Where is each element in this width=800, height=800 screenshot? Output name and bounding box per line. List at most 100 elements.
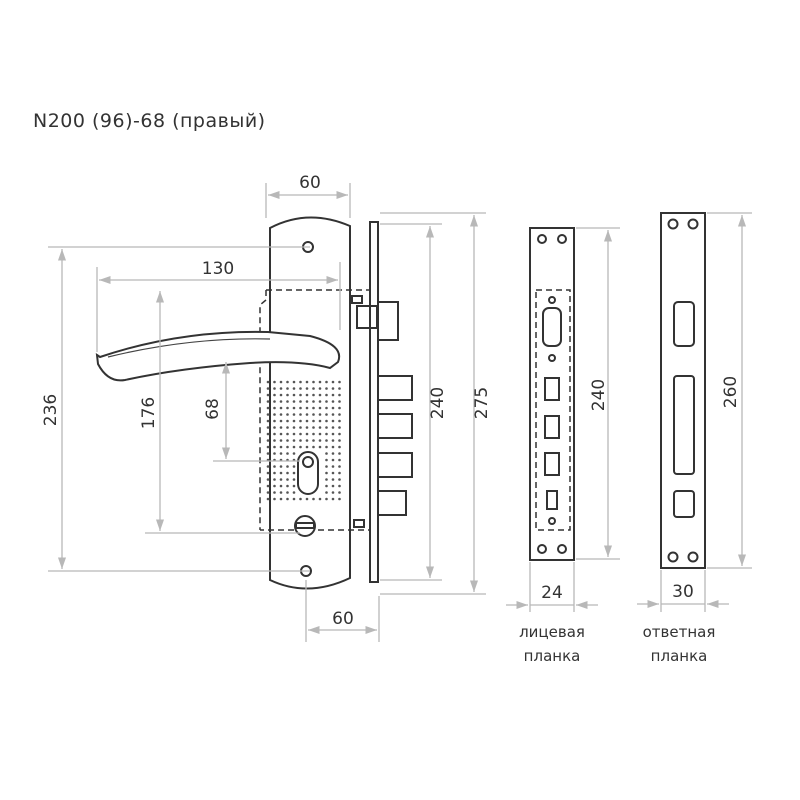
perforation-dot (338, 452, 341, 455)
perforation-dot (299, 432, 302, 436)
perforation-dot (299, 400, 302, 403)
dim-strike-length: 260 (721, 376, 741, 408)
perforation-dot (299, 413, 302, 416)
perforation-dot (338, 478, 341, 481)
perforation-dot (331, 426, 335, 429)
perforation-dot (279, 452, 283, 455)
caption-face-strip-2: планка (524, 647, 581, 665)
perforation-dot (325, 452, 328, 455)
diagram-title: N200 (96)-68 (правый) (33, 110, 266, 132)
perforation-dot (279, 393, 283, 397)
perforation-dot (292, 419, 296, 423)
perforation-dot (292, 387, 296, 390)
perforation-dot (318, 426, 322, 429)
perforation-dot (279, 491, 283, 494)
perforation-dot (279, 445, 283, 449)
perforation-dot (273, 413, 276, 416)
perforation-dot (266, 452, 270, 455)
perforation-dot (279, 432, 283, 436)
perforation-dot (331, 393, 335, 397)
lock-faceplate (351, 221, 413, 583)
dim-handle-to-turn: 176 (139, 397, 159, 429)
perforation-dot (273, 419, 276, 423)
perforation-dot (279, 406, 283, 410)
perforation-dot (312, 419, 315, 423)
perforation-dot (331, 387, 335, 390)
perforation-dot (299, 387, 302, 390)
perforation-dot (292, 478, 296, 481)
perforation-dot (325, 491, 328, 494)
perforation-dot (299, 497, 302, 501)
perforation-dot (286, 439, 289, 442)
perforation-dot (292, 445, 296, 449)
perforation-dot (299, 393, 302, 397)
face-strip (529, 227, 575, 561)
perforation-dot (305, 432, 309, 436)
perforation-dot (331, 491, 335, 494)
perforation-dot (292, 497, 296, 501)
perforation-dot (286, 419, 289, 423)
perforation-dot (279, 426, 283, 429)
perforation-dot (318, 406, 322, 410)
dim-face-strip-width: 24 (541, 583, 563, 603)
perforation-dot (325, 387, 328, 390)
perforation-dot (292, 432, 296, 436)
perforation-dot (331, 400, 335, 403)
perforation-dot (331, 471, 335, 475)
perforation-dot (305, 393, 309, 397)
perforation-dot (318, 432, 322, 436)
perforation-dot (312, 400, 315, 403)
perforation-dot (286, 484, 289, 488)
perforation-dot (273, 387, 276, 390)
perforation-dot (338, 465, 341, 468)
perforation-dot (312, 406, 315, 410)
perforation-dot (325, 432, 328, 436)
perforation-dot (299, 426, 302, 429)
perforation-dot (266, 432, 270, 436)
perforation-dot (273, 491, 276, 494)
perforation-dot (286, 406, 289, 410)
perforation-dot (325, 426, 328, 429)
perforation-dot (305, 406, 309, 410)
perforation-dot (305, 497, 309, 501)
perforation-dot (286, 465, 289, 468)
dim-case-height: 240 (428, 387, 448, 419)
dim-bottom-offset: 60 (332, 609, 354, 629)
perforation-dot (318, 400, 322, 403)
perforation-dot (305, 419, 309, 423)
perforation-dot (266, 426, 270, 429)
perforation-dot (325, 497, 328, 501)
perforation-dot (312, 393, 315, 397)
strike-plate (660, 212, 706, 569)
perforation-dot (325, 393, 328, 397)
perforation-dot (279, 380, 283, 384)
perforation-dot (266, 380, 270, 384)
perforation-dot (292, 426, 296, 429)
perforation-dot (273, 380, 276, 384)
perforation-dot (305, 387, 309, 390)
perforation-dot (273, 497, 276, 501)
perforation-dot (292, 452, 296, 455)
perforation-dot (338, 439, 341, 442)
perforation-dot (325, 471, 328, 475)
perforation-dot (273, 400, 276, 403)
dim-plate-width-top: 60 (299, 173, 321, 193)
perforation-dot (305, 380, 309, 384)
perforation-dot (299, 419, 302, 423)
perforation-dot (299, 380, 302, 384)
perforation-dot (331, 419, 335, 423)
perforation-dot (318, 413, 322, 416)
perforated-area (266, 380, 341, 501)
perforation-dot (273, 478, 276, 481)
perforation-dot (273, 465, 276, 468)
perforation-dot (338, 387, 341, 390)
perforation-dot (318, 393, 322, 397)
dim-plate-height: 236 (41, 394, 61, 426)
perforation-dot (325, 439, 328, 442)
perforation-dot (331, 478, 335, 481)
perforation-dot (305, 400, 309, 403)
perforation-dot (331, 445, 335, 449)
perforation-dot (292, 471, 296, 475)
perforation-dot (318, 387, 322, 390)
